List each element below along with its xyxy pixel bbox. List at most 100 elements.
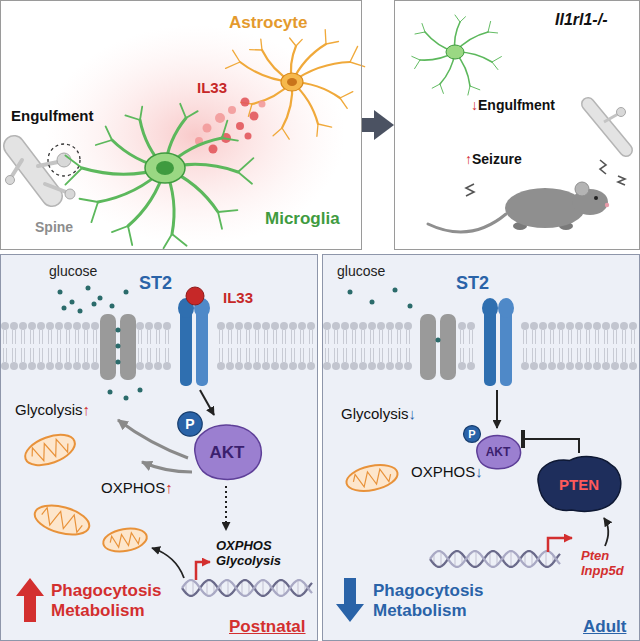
text-label: Microglia: [265, 209, 340, 229]
mouse-body: [505, 188, 585, 228]
text-label: Glycolysis↑: [15, 401, 90, 418]
lipid-head: [289, 362, 297, 370]
mitochondrion-outer: [101, 525, 148, 554]
text-label: IL33: [223, 289, 253, 306]
protein-label: P: [185, 417, 194, 431]
lipid-head: [163, 362, 171, 370]
lipid-head: [55, 362, 63, 370]
connector: [523, 439, 579, 453]
lipid-tails: [4, 330, 313, 362]
spine-neck: [12, 160, 66, 192]
dna-strand: [182, 580, 312, 596]
microglia-branch: [65, 156, 82, 185]
lipid-head: [566, 322, 574, 330]
glucose-dot: [86, 286, 91, 291]
il33-dot: [241, 98, 250, 107]
protein-label: PTEN: [559, 477, 599, 492]
panel-ground: [322, 254, 640, 641]
text-label: Phagocytosis Metabolism: [373, 581, 497, 620]
astrocyte-branch: [226, 50, 240, 68]
lipid-head: [395, 362, 403, 370]
lipid-head: [332, 362, 340, 370]
lipid-head: [10, 322, 18, 330]
il33-dot: [259, 101, 266, 108]
microglia-branch: [492, 57, 501, 70]
astrocyte-branch: [317, 124, 332, 136]
glucose-dot: [62, 306, 67, 311]
lipid-head: [136, 362, 144, 370]
lipid-head: [395, 322, 403, 330]
lipid-head: [271, 362, 279, 370]
il33-ligand: [186, 287, 204, 305]
lipid-head: [386, 322, 394, 330]
mouse-ear: [575, 182, 589, 196]
panel: AKTPglucoseST2IL33Glycolysis↑OXPHOS↑OXPH…: [0, 254, 318, 641]
lipid-head: [593, 322, 601, 330]
lipid-head: [602, 322, 610, 330]
astrocyte: [226, 30, 365, 140]
lipid-head: [575, 362, 583, 370]
lipid-head: [386, 362, 394, 370]
dna: [182, 580, 312, 596]
lipid-head: [280, 322, 288, 330]
glucose-dot: [108, 390, 113, 395]
lipid-head: [377, 362, 385, 370]
il33-dot: [245, 133, 252, 140]
protein-label: AKT: [486, 446, 511, 458]
text-part: ↓: [471, 97, 478, 113]
glucose-transporter: [120, 314, 136, 380]
lipid-head: [350, 362, 358, 370]
lipid-head: [64, 322, 72, 330]
dna-strand: [182, 580, 312, 596]
microglia: [65, 104, 253, 248]
lipid-head: [289, 322, 297, 330]
glucose-dot: [70, 300, 75, 305]
lipid-tails: [326, 330, 635, 362]
microglia-small: [412, 15, 502, 95]
lipid-head: [136, 322, 144, 330]
text-label: Phagocytosis Metabolism: [51, 581, 175, 620]
panel: AKTPPTENglucoseST2Glycolysis↓OXPHOS↓Pten…: [322, 254, 640, 641]
signal-arrow: [200, 390, 214, 415]
text-label: IL33: [197, 79, 227, 96]
glucose-dot: [370, 300, 375, 305]
lipid-head: [217, 362, 225, 370]
lipid-head: [575, 322, 583, 330]
lipid-head: [557, 322, 565, 330]
glucose-dot: [124, 290, 129, 295]
lipid-head: [611, 362, 619, 370]
lipid-head: [458, 322, 466, 330]
il33-dot: [215, 113, 225, 123]
cell-membrane: [323, 322, 637, 370]
cell-membrane: [1, 322, 315, 370]
lipid-head: [244, 362, 252, 370]
lipid-head: [163, 322, 171, 330]
lipid-head: [359, 322, 367, 330]
lipid-head: [548, 362, 556, 370]
glucose-dot: [348, 290, 353, 295]
dendrite-spine: [6, 144, 81, 199]
lipid-head: [307, 322, 315, 330]
decrease-arrow: [336, 578, 364, 622]
protein-label: P: [468, 429, 475, 440]
lipid-head: [91, 322, 99, 330]
lipid-head: [91, 362, 99, 370]
text-label: Glycolysis↓: [341, 405, 416, 422]
lipid-head: [584, 362, 592, 370]
text-part: Seizure: [472, 151, 522, 167]
lipid-head: [235, 322, 243, 330]
microglia-branch: [80, 199, 99, 222]
glucose-dot: [436, 338, 441, 343]
protein-shape: [195, 425, 262, 479]
astrocyte-branch: [273, 128, 289, 139]
text-label: Engulfment: [11, 107, 94, 124]
lipid-head: [521, 362, 529, 370]
lipid-head: [593, 362, 601, 370]
microglia-branch: [468, 86, 480, 95]
text-label: Adult: [583, 617, 626, 637]
text-part: ↓: [409, 405, 417, 422]
lipid-head: [145, 322, 153, 330]
circle-shape: [464, 426, 481, 443]
text-part: OXPHOS: [101, 479, 165, 496]
